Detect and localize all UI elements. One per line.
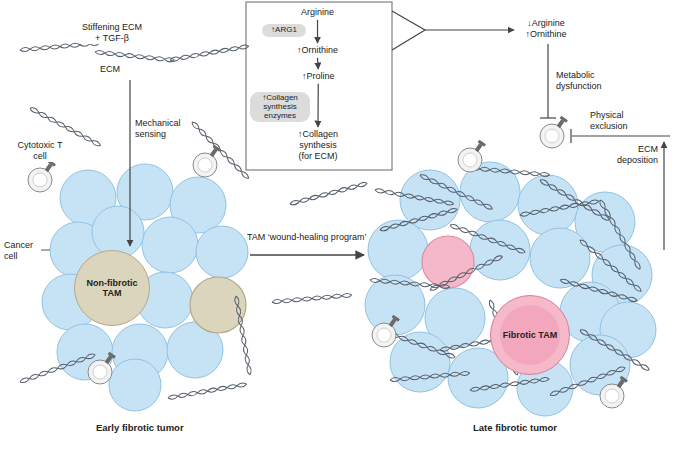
- inhibition-line: [540, 44, 556, 118]
- illustration-part: [88, 352, 116, 384]
- flow-line: [317, 58, 319, 69]
- illustration-part: [379, 207, 457, 232]
- illustration-part: [193, 145, 221, 177]
- enzyme-pill: ↑Collagen synthesis enzymes: [250, 92, 310, 122]
- dense-ecm-fibers: [370, 166, 650, 397]
- illustration-part: [663, 142, 664, 250]
- illustration-part: [540, 116, 568, 148]
- part-name: ECM: [100, 64, 120, 75]
- tam-cell: Non-fibrotic TAM: [74, 250, 150, 326]
- flow-arrow: [318, 84, 319, 127]
- effect-note: ECM deposition: [604, 144, 658, 166]
- illustration-part: [470, 220, 530, 280]
- illustration-part: [142, 217, 198, 273]
- illustration-part: [95, 50, 175, 62]
- illustration-part: [419, 173, 493, 210]
- node-text: Non-fibrotic TAM: [82, 278, 141, 299]
- illustration-part: [372, 315, 400, 347]
- pathway-step: ↑Proline: [301, 70, 336, 83]
- panel-title: Early fibrotic tumor: [96, 422, 184, 433]
- illustration-part: [598, 199, 641, 270]
- merge-arrow: [392, 11, 514, 50]
- pathway-step: ↑Ornithine: [296, 44, 339, 57]
- illustration-part: [429, 254, 503, 291]
- early-tumor-cells: [42, 164, 248, 411]
- pathway-step: ↑Collagen synthesis (for ECM): [293, 128, 343, 162]
- fibrotic-tam-cell: Fibrotic TAM: [490, 295, 570, 375]
- illustration-part: [375, 188, 454, 206]
- node-text: Fibrotic TAM: [503, 330, 557, 340]
- illustration-part: [272, 293, 352, 304]
- illustration-part: [559, 278, 637, 303]
- t-cells: [28, 145, 221, 384]
- illustration-part: [547, 44, 548, 118]
- node-text: ↑ARG1: [265, 26, 303, 35]
- illustration-part: [540, 117, 556, 118]
- node-text: ↑Ornithine: [297, 45, 338, 56]
- node-text: ↑Collagen synthesis enzymes: [253, 94, 307, 120]
- illustration-part: [579, 328, 650, 371]
- illustration-part: [572, 135, 670, 136]
- illustration-part: [196, 226, 248, 278]
- illustration-part: [392, 11, 425, 50]
- flow-arrow: [317, 20, 318, 43]
- illustration-part: [368, 220, 428, 280]
- ecm-fibers: [19, 41, 367, 400]
- tam-cell: [190, 277, 246, 333]
- illustration-part: [19, 353, 96, 384]
- illustration-part: [109, 359, 161, 411]
- illustration-part: [458, 140, 486, 172]
- illustration-part: [530, 228, 590, 288]
- illustration-part: [425, 29, 514, 30]
- illustration-part: [449, 223, 526, 254]
- effect-note: Physical exclusion: [590, 110, 646, 132]
- process-note: Mechanical sensing: [135, 118, 189, 140]
- part-name: Cancer cell: [4, 240, 38, 262]
- pathway-step: Arginine: [300, 6, 335, 19]
- leader-line: [41, 250, 50, 251]
- enzyme-pill: ↑ARG1: [262, 24, 306, 37]
- illustration-part: [234, 296, 252, 375]
- flow-line: [317, 84, 318, 127]
- illustration-part: [390, 371, 470, 382]
- illustration-part: [570, 129, 571, 143]
- process-note: TAM ‘wound-healing program’: [247, 232, 366, 243]
- illustration-part: [289, 181, 367, 206]
- illustration-part: [579, 238, 643, 292]
- flow-line: [317, 20, 318, 43]
- effect-note: Metabolic dysfunction: [556, 70, 618, 92]
- illustration-part: [191, 121, 250, 180]
- illustration-part: [28, 160, 56, 192]
- illustration-part: [520, 199, 599, 217]
- illustration-part: [470, 377, 550, 392]
- fibrotic-tam-cell: [422, 236, 474, 288]
- late-tumor-cells: [365, 162, 656, 416]
- metabolite-note: ↓Arginine ↑Ornithine: [518, 18, 574, 40]
- illustration-part: [470, 166, 550, 177]
- pathway-panel: [246, 2, 392, 170]
- flow-arrow: [317, 58, 319, 69]
- node-text: Arginine: [301, 7, 334, 18]
- t-cells: [372, 116, 628, 408]
- illustration-part: [170, 44, 249, 62]
- ecm-note: Stiffening ECM + TGF-β: [80, 22, 144, 44]
- panel-title: Late fibrotic tumor: [473, 422, 557, 433]
- node-text: ↑Collagen synthesis (for ECM): [294, 129, 342, 161]
- mechanical-arrow: [129, 80, 130, 246]
- illustration-part: [600, 376, 628, 408]
- transition-arrow: [250, 254, 364, 256]
- part-name: Cytotoxic T cell: [16, 140, 64, 162]
- illustration-part: [168, 382, 247, 400]
- illustration-part: [390, 332, 450, 392]
- node-text: ↑Proline: [302, 71, 335, 82]
